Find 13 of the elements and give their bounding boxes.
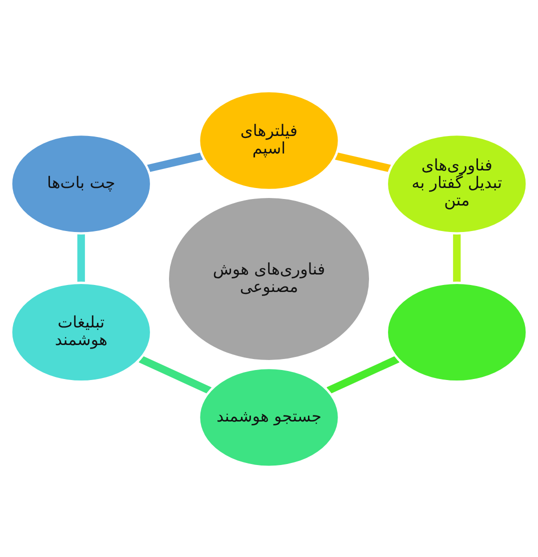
- node-ellipse: جستجو هوشمند: [198, 366, 340, 468]
- node-ellipse: فناوری‌های هوش مصنوعی: [166, 195, 372, 362]
- node-ellipse: چت بات‌ها: [10, 132, 152, 234]
- connector: [326, 354, 400, 394]
- connector: [138, 355, 212, 394]
- connector: [146, 152, 204, 172]
- node-ellipse: فیلترهای اسپم: [198, 89, 340, 191]
- node-ellipse: تبلیغات هوشمند: [10, 281, 152, 382]
- connector: [453, 233, 461, 282]
- connector: [77, 233, 85, 282]
- connector: [334, 152, 392, 172]
- node-ellipse: فناوری‌های تبدیل گفتار به متن: [386, 132, 528, 234]
- node-ellipse: [386, 281, 528, 382]
